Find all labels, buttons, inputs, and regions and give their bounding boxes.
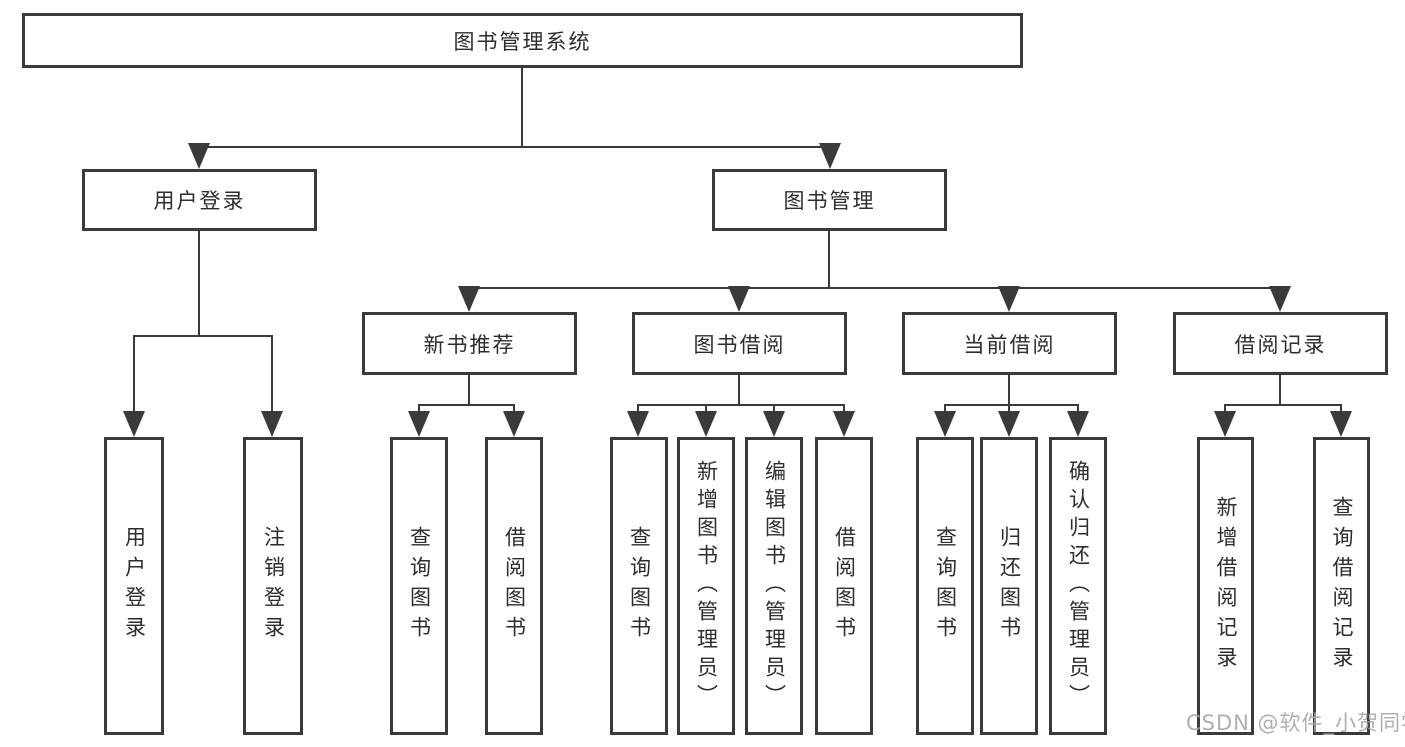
arrow-down-icon xyxy=(1269,286,1291,312)
connector-drop xyxy=(1008,404,1010,416)
leaf-logout-label: 注销登录 xyxy=(261,526,286,646)
leaf-rec-query-books: 查询图书 xyxy=(390,437,448,735)
leaf-cb-query-books-label: 查询图书 xyxy=(933,526,958,646)
arrow-down-icon xyxy=(503,411,525,437)
node-current-borrow-label: 当前借阅 xyxy=(963,332,1056,357)
node-book-borrow: 图书借阅 xyxy=(632,312,847,375)
node-user-login: 用户登录 xyxy=(82,169,317,231)
arrow-down-icon xyxy=(695,411,717,437)
leaf-br-query-record: 查询借阅记录 xyxy=(1313,437,1370,735)
node-borrow-records: 借阅记录 xyxy=(1173,312,1388,375)
arrow-down-icon xyxy=(123,411,145,437)
arrow-down-icon xyxy=(408,411,430,437)
connector-drop xyxy=(1224,404,1226,416)
connector-root-stem xyxy=(521,68,523,147)
arrow-down-icon xyxy=(833,411,855,437)
connector-drop xyxy=(513,404,515,416)
arrow-down-icon xyxy=(261,411,283,437)
leaf-rec-query-books-label: 查询图书 xyxy=(407,526,432,646)
node-borrow-records-label: 借阅记录 xyxy=(1234,332,1327,357)
leaf-bb-query-books: 查询图书 xyxy=(610,437,668,735)
node-root: 图书管理系统 xyxy=(22,13,1023,68)
connector-drop xyxy=(1077,404,1079,416)
leaf-cb-return-books-label: 归还图书 xyxy=(997,526,1022,646)
leaf-bb-add-books-label: 新增图书（管理员） xyxy=(694,460,719,712)
node-user-login-label: 用户登录 xyxy=(153,189,246,213)
connector-book-borrow-stem xyxy=(738,375,740,406)
leaf-br-add-record-label: 新增借阅记录 xyxy=(1214,496,1238,676)
connector-user-login-drop xyxy=(133,335,135,415)
connector-drop xyxy=(705,404,707,416)
connector-drop xyxy=(944,404,946,416)
connector-current-borrow-stem xyxy=(1008,375,1010,406)
connector-book-mgmt-stem xyxy=(828,231,830,289)
arrow-down-icon xyxy=(627,411,649,437)
leaf-bb-borrow-books: 借阅图书 xyxy=(815,437,873,735)
leaf-bb-query-books-label: 查询图书 xyxy=(627,526,652,646)
connector-drop xyxy=(418,404,420,416)
connector-user-login-drop xyxy=(271,335,273,415)
node-current-borrow: 当前借阅 xyxy=(902,312,1117,375)
leaf-cb-query-books: 查询图书 xyxy=(916,437,974,735)
connector-book-mgmt-bar xyxy=(469,287,1281,289)
arrow-down-icon xyxy=(819,143,841,169)
connector-book-borrow-bar xyxy=(637,404,845,406)
connector-root-bar xyxy=(198,146,831,148)
leaf-bb-edit-books-label: 编辑图书（管理员） xyxy=(762,460,787,712)
arrow-down-icon xyxy=(1214,411,1236,437)
leaf-bb-borrow-books-label: 借阅图书 xyxy=(832,526,857,646)
leaf-cb-return-books: 归还图书 xyxy=(980,437,1038,735)
node-new-book-recommend-label: 新书推荐 xyxy=(423,332,516,357)
leaf-cb-confirm-return-label: 确认归还（管理员） xyxy=(1066,460,1091,712)
connector-new-book-rec-stem xyxy=(468,375,470,406)
leaf-bb-add-books: 新增图书（管理员） xyxy=(677,437,735,735)
node-root-label: 图书管理系统 xyxy=(453,29,592,54)
connector-drop xyxy=(843,404,845,416)
node-book-management-label: 图书管理 xyxy=(783,189,876,213)
connector-user-login-stem xyxy=(198,231,200,336)
leaf-rec-borrow-books-label: 借阅图书 xyxy=(502,526,527,646)
arrow-down-icon xyxy=(763,411,785,437)
arrow-down-icon xyxy=(188,143,210,169)
leaf-rec-borrow-books: 借阅图书 xyxy=(485,437,543,735)
arrow-down-icon xyxy=(998,411,1020,437)
csdn-watermark: CSDN @软件_小贺同学 xyxy=(1186,711,1405,735)
leaf-user-login: 用户登录 xyxy=(104,437,164,735)
node-new-book-recommend: 新书推荐 xyxy=(362,312,577,375)
leaf-user-login-label: 用户登录 xyxy=(122,526,147,646)
leaf-bb-edit-books: 编辑图书（管理员） xyxy=(745,437,803,735)
arrow-down-icon xyxy=(458,286,480,312)
leaf-br-add-record: 新增借阅记录 xyxy=(1197,437,1254,735)
arrow-down-icon xyxy=(998,286,1020,312)
connector-drop xyxy=(773,404,775,416)
leaf-logout: 注销登录 xyxy=(243,437,303,735)
arrow-down-icon xyxy=(934,411,956,437)
node-book-management: 图书管理 xyxy=(712,169,947,231)
connector-borrow-records-bar xyxy=(1224,404,1342,406)
leaf-cb-confirm-return: 确认归还（管理员） xyxy=(1049,437,1107,735)
connector-drop xyxy=(1340,404,1342,416)
connector-borrow-records-stem xyxy=(1279,375,1281,406)
connector-new-book-rec-bar xyxy=(418,404,515,406)
connector-drop xyxy=(637,404,639,416)
arrow-down-icon xyxy=(728,286,750,312)
arrow-down-icon xyxy=(1330,411,1352,437)
leaf-br-query-record-label: 查询借阅记录 xyxy=(1330,496,1354,676)
connector-current-borrow-bar xyxy=(944,404,1079,406)
connector-user-login-bar xyxy=(133,335,273,337)
arrow-down-icon xyxy=(1067,411,1089,437)
node-book-borrow-label: 图书借阅 xyxy=(693,332,786,357)
